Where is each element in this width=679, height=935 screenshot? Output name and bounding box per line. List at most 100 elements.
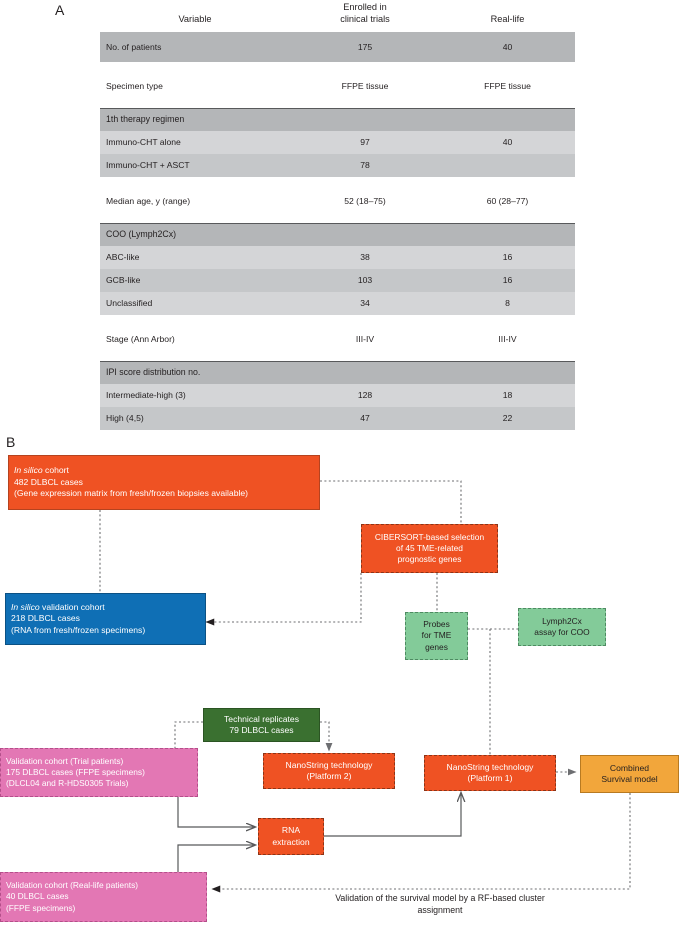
table-row: High (4,5) 47 22 (100, 407, 575, 430)
row-value-trials: 47 (290, 407, 440, 430)
edge-trialcohort-to-rna (177, 797, 255, 827)
caption-line2: assignment (417, 904, 463, 915)
table-row: Intermediate-high (3) 128 18 (100, 384, 575, 407)
node-combined-model-line2: Survival model (601, 774, 658, 784)
row-value-reallife: 16 (440, 246, 575, 269)
table-row: Specimen type FFPE tissue FFPE tissue (100, 71, 575, 101)
col-header-reallife: Real-life (490, 13, 525, 24)
row-value-trials: 103 (290, 269, 440, 292)
row-value-reallife: III-IV (440, 324, 575, 354)
edge-reallife-to-rna (177, 845, 255, 872)
node-probes-line3: genes (425, 641, 448, 652)
node-cibersort-line3: prognostic genes (397, 554, 462, 565)
node-validation-reallife-line2: 40 DLBCL cases (6, 891, 69, 902)
row-spacer (100, 101, 575, 108)
node-insilico-validation-cohort[interactable]: In silico validation cohort 218 DLBCL ca… (5, 593, 206, 645)
node-insilico-validation-line3: (RNA from fresh/frozen specimens) (11, 624, 146, 635)
row-spacer (100, 62, 575, 71)
table-section-row: 1th therapy regimen (100, 107, 575, 131)
row-value-trials (290, 107, 440, 131)
edge-rna-to-platform1 (324, 793, 461, 837)
table-row: No. of patients 175 40 (100, 32, 575, 62)
node-validation-cohort-reallife[interactable]: Validation cohort (Real-life patients) 4… (0, 872, 207, 922)
table-header-row: Variable Enrolled in clinical trials Rea… (100, 0, 575, 32)
node-insilico-cohort-line2: 482 DLBCL cases (14, 476, 83, 487)
row-value-trials (290, 360, 440, 384)
row-value-trials (290, 222, 440, 246)
panel-a-letter: A (55, 2, 65, 18)
node-nanostring-p2-line1: NanoString technology (285, 759, 373, 770)
row-label: 1th therapy regimen (100, 107, 290, 131)
table-section-row: COO (Lymph2Cx) (100, 222, 575, 246)
row-label: ABC-like (100, 246, 290, 269)
row-value-trials: 175 (290, 32, 440, 62)
node-probes-line1: Probes (423, 619, 450, 630)
node-probes-tme-genes[interactable]: Probes for TME genes (405, 612, 468, 660)
node-insilico-validation-line1-italic: In silico (11, 601, 40, 612)
node-nanostring-platform-1[interactable]: NanoString technology (Platform 1) (424, 755, 556, 791)
row-value-trials: 97 (290, 131, 440, 154)
node-technical-replicates[interactable]: Technical replicates 79 DLBCL cases (203, 708, 320, 742)
node-replicates-line1: Technical replicates (224, 713, 299, 724)
edge-replicates-to-trialcohort (174, 721, 203, 748)
row-label: Median age, y (range) (100, 186, 290, 216)
row-label: High (4,5) (100, 407, 290, 430)
node-validation-trial-line1: Validation cohort (Trial patients) (6, 755, 124, 766)
node-validation-reallife-line1: Validation cohort (Real-life patients) (6, 880, 139, 891)
node-combined-survival-model[interactable]: Combined Survival model (580, 755, 679, 793)
flowchart-bottom-caption: Validation of the survival model by a RF… (240, 893, 640, 917)
table-row: Unclassified 34 8 (100, 292, 575, 315)
node-validation-cohort-trial[interactable]: Validation cohort (Trial patients) 175 D… (0, 748, 198, 797)
row-value-reallife (440, 360, 575, 384)
row-label: COO (Lymph2Cx) (100, 222, 290, 246)
row-value-reallife: 16 (440, 269, 575, 292)
node-insilico-validation-line1-rest: validation cohort (39, 601, 105, 612)
node-validation-trial-line2: 175 DLBCL cases (FFPE specimens) (6, 766, 145, 777)
panel-b-letter: B (6, 434, 16, 450)
row-value-reallife: 40 (440, 131, 575, 154)
node-validation-reallife-line3: (FFPE specimens) (6, 902, 76, 913)
row-label: Immuno-CHT alone (100, 131, 290, 154)
row-label: Stage (Ann Arbor) (100, 324, 290, 354)
node-rna-extraction[interactable]: RNA extraction (258, 818, 324, 855)
edge-cibersort-to-validation (205, 573, 362, 626)
row-spacer (100, 216, 575, 223)
table-row: ABC-like 38 16 (100, 246, 575, 269)
row-value-trials: 78 (290, 154, 440, 177)
row-label: Unclassified (100, 292, 290, 315)
row-value-trials: 128 (290, 384, 440, 407)
node-rna-line1: RNA (281, 825, 301, 836)
node-insilico-cohort[interactable]: In silico cohort 482 DLBCL cases (Gene e… (8, 455, 320, 510)
node-replicates-line2: 79 DLBCL cases (229, 725, 294, 735)
node-rna-line2: extraction (272, 836, 310, 847)
row-label: Specimen type (100, 71, 290, 101)
col-header-trials: Enrolled in clinical trials (290, 0, 440, 32)
table-row: GCB-like 103 16 (100, 269, 575, 292)
row-value-reallife: 18 (440, 384, 575, 407)
row-value-reallife: 8 (440, 292, 575, 315)
stat-table: Variable Enrolled in clinical trials Rea… (100, 0, 575, 430)
col-header-variable: Variable (178, 13, 212, 24)
row-value-reallife: 22 (440, 407, 575, 430)
row-label: Intermediate-high (3) (100, 384, 290, 407)
node-lymph2cx-assay[interactable]: Lymph2Cx assay for COO (518, 608, 606, 646)
node-combined-model-line1: Combined (609, 762, 650, 773)
col-header-trials-line1: Enrolled in (343, 2, 387, 12)
row-value-reallife: FFPE tissue (440, 71, 575, 101)
node-insilico-cohort-line1-italic: In silico (14, 465, 43, 476)
row-value-trials: 34 (290, 292, 440, 315)
node-lymph2cx-line1: Lymph2Cx (542, 615, 582, 626)
row-label: GCB-like (100, 269, 290, 292)
row-label: No. of patients (100, 32, 290, 62)
table-row: Immuno-CHT + ASCT 78 (100, 154, 575, 177)
row-spacer (100, 177, 575, 186)
row-value-trials: III-IV (290, 324, 440, 354)
table-row: Median age, y (range) 52 (18–75) 60 (28–… (100, 186, 575, 216)
node-cibersort-selection[interactable]: CIBERSORT-based selection of 45 TME-rela… (361, 524, 498, 573)
col-header-trials-line2: clinical trials (340, 13, 390, 24)
row-spacer (100, 354, 575, 361)
node-nanostring-platform-2[interactable]: NanoString technology (Platform 2) (263, 753, 395, 789)
node-nanostring-p1-line2: (Platform 1) (467, 773, 513, 783)
row-value-reallife (440, 107, 575, 131)
node-nanostring-p1-line1: NanoString technology (446, 761, 534, 772)
